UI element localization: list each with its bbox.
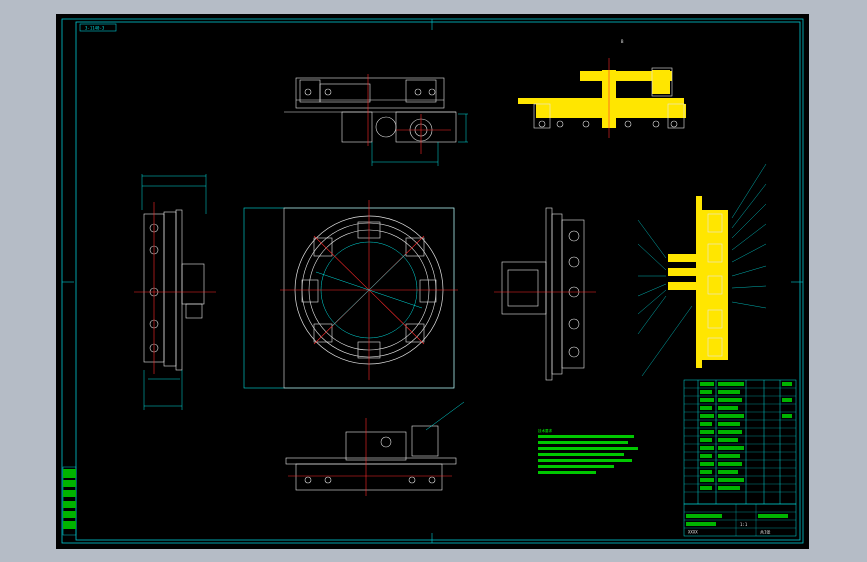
cad-drawing: 3-1140-3 [61, 18, 804, 544]
drawing-tag: 3-1140-3 [79, 23, 117, 32]
left-side-view [143, 209, 205, 371]
view-mark-b: B [621, 39, 624, 44]
drawing-tag-text: 3-1140-3 [85, 26, 105, 31]
title-block-scale: 1:1 [740, 522, 748, 527]
right-side-view [501, 207, 585, 381]
left-revision-strip [62, 466, 77, 536]
parts-list-rows [684, 387, 796, 493]
title-block-part-code: XXXX [688, 530, 698, 535]
parts-list-green-text [700, 382, 792, 490]
sheet-outer-border [61, 18, 804, 544]
top-elevation-view [284, 77, 457, 143]
top-right-assembly-view: B [518, 39, 686, 138]
technical-notes: 技术要求 [538, 428, 638, 474]
title-block-sheet: 共1张 [760, 529, 770, 535]
title-block: 1:1 共1张 XXXX [683, 503, 797, 537]
bottom-elevation-view [285, 425, 457, 491]
center-plan-view [243, 200, 458, 389]
section-detail-view [637, 163, 767, 377]
tech-notes-heading: 技术要求 [538, 428, 552, 433]
sheet-inner-border [75, 21, 801, 541]
cad-viewport[interactable]: 3-1140-3 [56, 14, 809, 549]
